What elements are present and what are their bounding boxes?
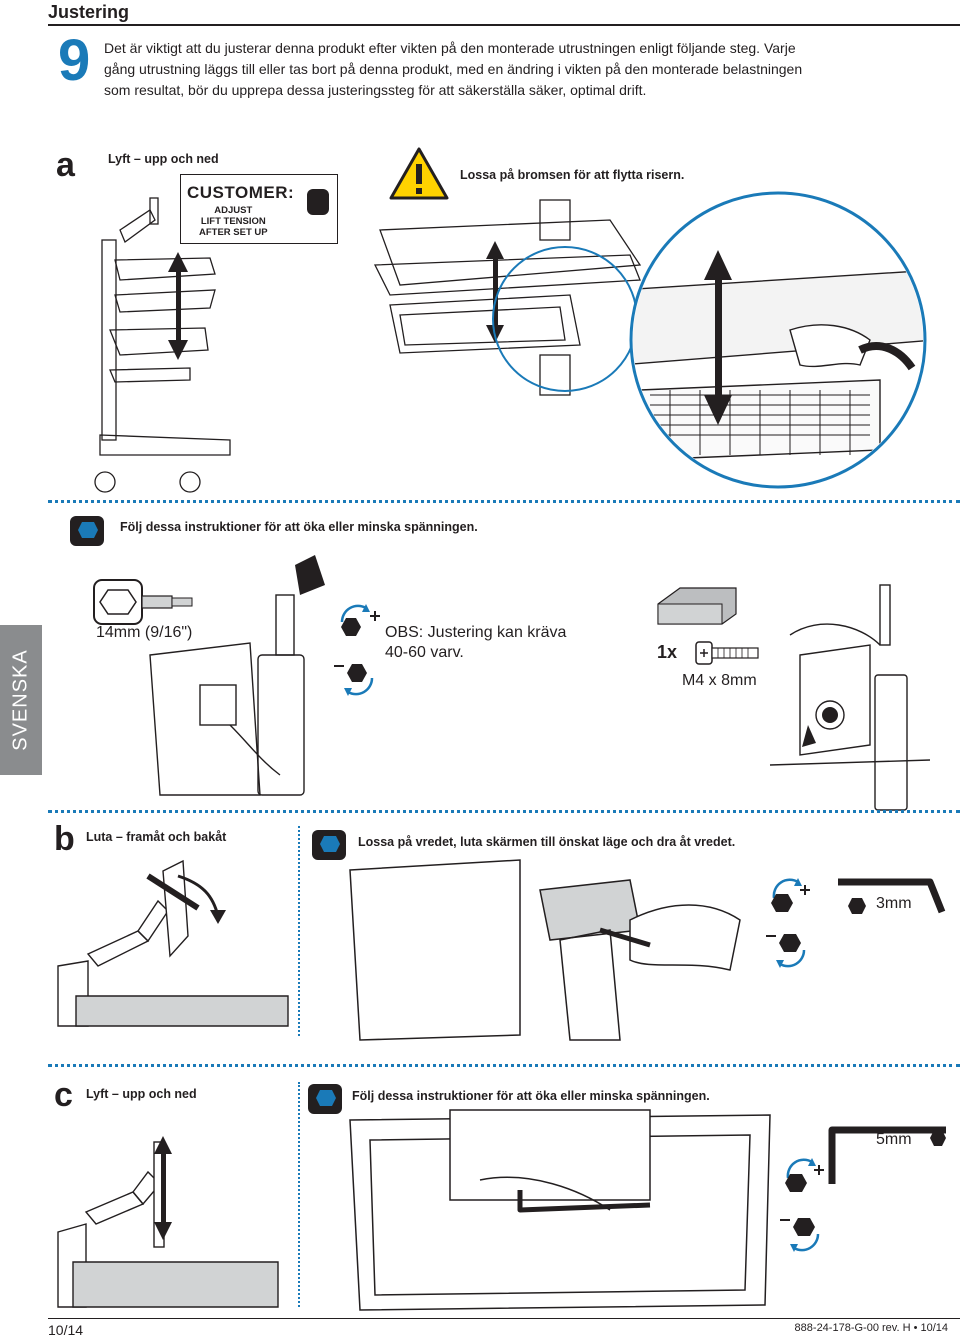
- hex-key-5mm-icon: [828, 1126, 946, 1184]
- tool-icon-b: [312, 830, 346, 860]
- warning-text: Lossa på bromsen för att flytta risern.: [460, 168, 685, 182]
- tilt-illustration: [57, 859, 289, 1027]
- decrease-lift-icon: [780, 1218, 820, 1252]
- screw-quantity: 1x: [657, 642, 678, 662]
- tilt-knob-illustration: [349, 859, 741, 1041]
- tension-note: Följ dessa instruktioner för att öka ell…: [120, 520, 478, 534]
- section-c-caption: Lyft – upp och ned: [86, 1087, 197, 1101]
- section-a-letter: a: [56, 146, 75, 184]
- page-number: 10/14: [48, 1322, 84, 1338]
- zoom-indicator-small: [492, 246, 638, 392]
- customer-label-line-3: AFTER SET UP: [199, 227, 268, 238]
- screw-size-label: M4 x 8mm: [682, 672, 757, 689]
- section-c-letter: c: [54, 1076, 73, 1114]
- customer-label-title: CUSTOMER:: [187, 183, 295, 202]
- cap-icon: [657, 587, 737, 625]
- decrease-tilt-icon: [766, 934, 806, 968]
- brake-zoom-illustration: [629, 191, 927, 489]
- customer-label: CUSTOMER: ADJUST LIFT TENSION AFTER SET …: [180, 174, 338, 244]
- hex-size-3mm: 3mm: [876, 895, 912, 912]
- socket-size-label: 14mm (9/16"): [96, 624, 193, 641]
- screw-icon: [695, 641, 759, 665]
- increase-tilt-icon: [771, 878, 810, 912]
- document-id: 888-24-178-G-00 rev. H • 10/14: [794, 1322, 948, 1334]
- tilt-instruction: Lossa på vredet, luta skärmen till önska…: [358, 835, 736, 849]
- cart-illustration: [94, 197, 231, 493]
- separator-c: [48, 1064, 960, 1067]
- footer-rule: [48, 1318, 960, 1319]
- customer-label-line-2: LIFT TENSION: [200, 216, 266, 227]
- separator-b: [48, 810, 960, 813]
- section-b-letter: b: [54, 820, 75, 858]
- divider-b: [298, 826, 301, 1036]
- obs-note: OBS: Justering kan kräva 40-60 varv.: [385, 624, 567, 661]
- monitor-pole-illustration: [149, 555, 325, 796]
- warning-icon: [389, 147, 449, 200]
- socket-icon: [93, 579, 193, 625]
- customer-label-line-1: ADJUST: [214, 205, 253, 216]
- divider-c: [298, 1082, 301, 1307]
- tool-icon-c: [308, 1084, 342, 1114]
- section-b-caption: Luta – framåt och bakåt: [86, 830, 227, 844]
- lift-screw-illustration: [349, 1109, 771, 1311]
- header-rule: [48, 24, 960, 26]
- increase-tension-icon: [340, 604, 380, 636]
- tool-icon: [70, 516, 104, 546]
- step-number: 9: [58, 28, 91, 93]
- section-a-caption: Lyft – upp och ned: [108, 152, 219, 166]
- adjust-icon: [307, 189, 329, 215]
- hex-key-3mm-icon: [838, 878, 946, 914]
- pole-screw-illustration: [769, 584, 931, 811]
- lift-illustration: [57, 1136, 279, 1308]
- language-tab-label: SVENSKA: [9, 649, 32, 751]
- hex-size-5mm: 5mm: [876, 1131, 912, 1148]
- language-tab: SVENSKA: [0, 625, 42, 775]
- decrease-tension-icon: [334, 664, 374, 696]
- increase-lift-icon: [785, 1158, 824, 1192]
- page-title: Justering: [48, 2, 130, 22]
- lift-instruction: Följ dessa instruktioner för att öka ell…: [352, 1089, 710, 1103]
- step-intro-text: Det är viktigt att du justerar denna pro…: [104, 40, 803, 98]
- separator-a: [48, 500, 960, 503]
